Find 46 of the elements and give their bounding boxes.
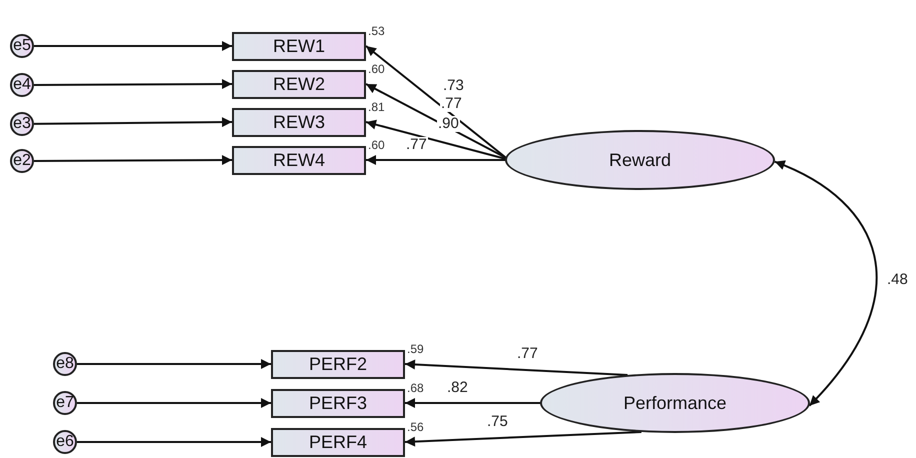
arrow	[366, 83, 507, 159]
r-squared-value: .53	[368, 24, 385, 36]
r-squared-value: .56	[407, 420, 424, 432]
variable-name: Reward	[608, 150, 672, 170]
observed-variable-box	[232, 32, 366, 60]
arrow	[774, 160, 878, 406]
variable-name: e6	[56, 433, 74, 451]
arrow	[365, 45, 507, 159]
edge-label: .77	[440, 96, 463, 112]
arrow	[77, 398, 271, 408]
r-squared-value: .68	[407, 382, 424, 394]
observed-variable-box	[271, 428, 405, 456]
arrow	[34, 117, 232, 128]
variable-name: e5	[13, 37, 31, 55]
variable-name: PERF3	[308, 392, 368, 414]
variable-name: REW4	[272, 150, 325, 170]
variable-name: REW2	[272, 74, 325, 94]
arrow	[404, 431, 642, 447]
r-squared-value: .60	[368, 62, 385, 74]
variable-name: e3	[13, 115, 31, 133]
r-squared-value: .60	[368, 138, 385, 150]
r-squared-value: .81	[368, 100, 385, 112]
observed-variable-box	[271, 350, 405, 378]
variable-name: Performance	[623, 392, 727, 414]
variable-name: e4	[13, 76, 31, 94]
variable-name: REW1	[272, 36, 325, 56]
observed-variable-box	[232, 70, 366, 98]
arrow	[366, 120, 506, 160]
edge-label: .90	[437, 116, 460, 132]
r-squared-value: .59	[407, 342, 424, 354]
arrow	[77, 437, 271, 447]
arrow	[77, 359, 271, 369]
arrow	[34, 155, 232, 166]
variable-name: PERF2	[308, 354, 368, 374]
arrow	[405, 398, 541, 408]
observed-variable-box	[232, 108, 366, 136]
arrow	[34, 79, 232, 90]
variable-name: PERF4	[308, 432, 368, 452]
arrow	[366, 155, 506, 165]
variable-name: REW3	[272, 112, 325, 132]
observed-variable-box	[232, 146, 366, 174]
arrow	[34, 41, 232, 51]
variable-name: e2	[13, 152, 31, 170]
variable-name: e8	[56, 355, 74, 373]
variable-name: e7	[56, 394, 74, 412]
observed-variable-box	[271, 388, 405, 418]
